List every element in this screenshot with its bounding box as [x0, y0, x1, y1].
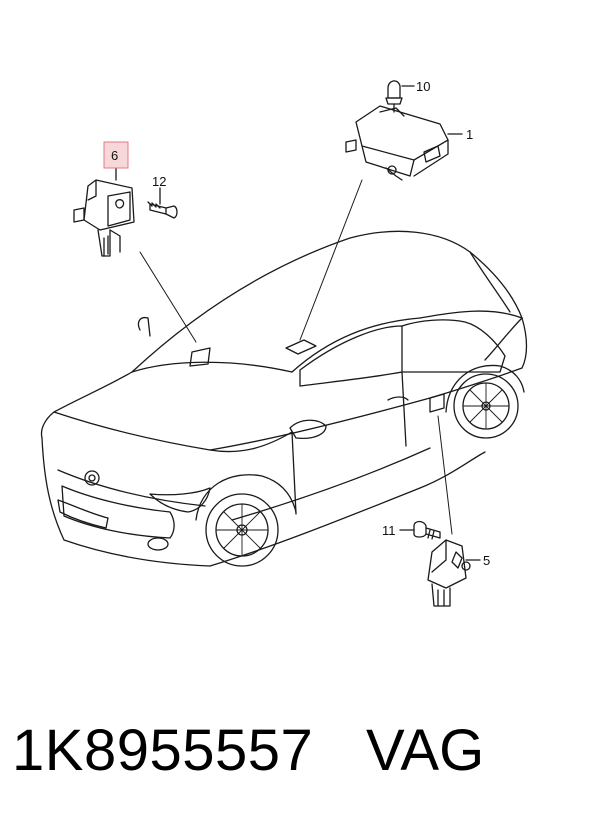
callout-front-bolt: 12 [152, 174, 166, 189]
front-bolt-drawing [147, 187, 178, 219]
marker-front-sensor [189, 347, 211, 367]
side-sensor-drawing [427, 539, 481, 607]
side-bolt-drawing [399, 520, 441, 540]
highlight-box [103, 141, 129, 169]
airbag-control-unit-drawing [345, 105, 463, 181]
front-sensor-drawing [73, 167, 135, 257]
callout-front-sensor: 6 [111, 148, 118, 163]
brand-name: VAG [366, 718, 485, 783]
car-illustration [40, 230, 528, 567]
marker-control-unit [285, 339, 317, 355]
nut-drawing [385, 80, 415, 113]
marker-side-sensor [429, 393, 445, 413]
leader-lines [139, 179, 453, 535]
callout-side-sensor: 5 [483, 553, 490, 568]
callout-side-bolt: 11 [382, 523, 396, 538]
part-number: 1K8955557 [12, 718, 314, 783]
callout-control-unit: 1 [466, 127, 473, 142]
parts-diagram: 6 12 10 1 11 5 [40, 79, 528, 607]
callout-nut: 10 [416, 79, 430, 94]
